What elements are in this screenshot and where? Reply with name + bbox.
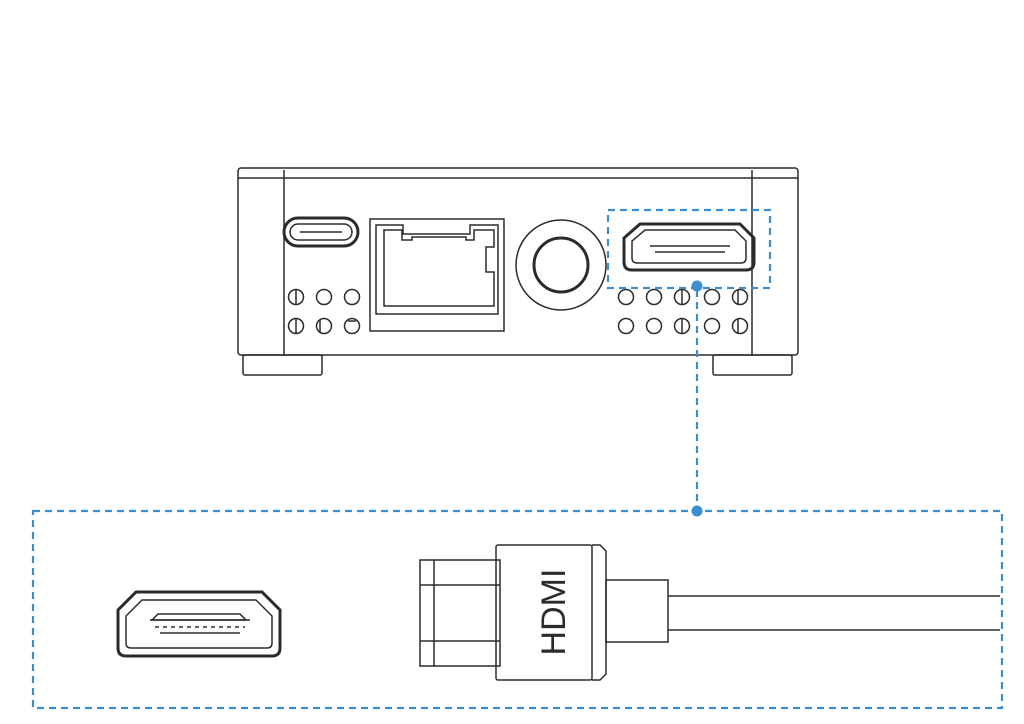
round-button-icon[interactable] xyxy=(515,219,607,311)
hdmi-plug-icon: HDMI xyxy=(419,544,1000,681)
hdmi-port-detail-icon xyxy=(116,590,282,658)
vent-holes-left xyxy=(287,288,361,335)
detail-box xyxy=(31,509,1004,710)
cable-label: HDMI xyxy=(535,569,573,656)
vent-holes-right xyxy=(617,288,749,335)
device-foot-left xyxy=(242,354,323,376)
callout-dot-top xyxy=(691,280,703,292)
hdmi-port-icon xyxy=(622,222,756,272)
device-foot-right xyxy=(712,354,793,376)
device-body xyxy=(237,167,799,356)
usb-c-port-icon xyxy=(282,216,360,248)
ethernet-port-icon xyxy=(369,218,505,332)
